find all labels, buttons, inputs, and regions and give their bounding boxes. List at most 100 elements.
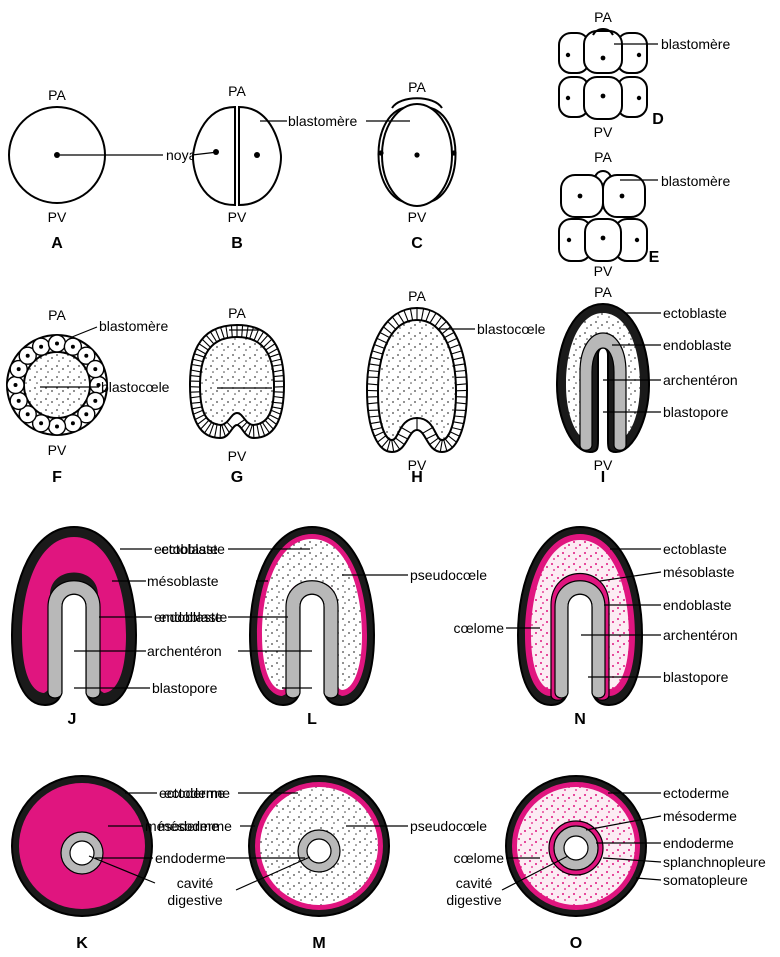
panel-letter-k: K <box>76 935 88 952</box>
label-endoblaste: endoblaste <box>663 337 732 353</box>
pole-pa: PA <box>228 83 246 99</box>
pole-pa: PA <box>408 79 426 95</box>
nucleus <box>378 150 383 155</box>
nucleus <box>54 152 60 158</box>
nucleus <box>601 94 606 99</box>
nucleus <box>578 194 583 199</box>
nucleus <box>71 421 75 425</box>
panel-f: PA blastomère blastocœle PV F <box>7 307 170 486</box>
nucleus <box>26 412 30 416</box>
panel-n: ectoblaste mésoblaste endoblaste archent… <box>453 527 737 728</box>
nucleus <box>566 96 570 100</box>
nucleus <box>55 342 59 346</box>
panel-letter-n: N <box>574 711 586 728</box>
nucleus <box>39 345 43 349</box>
cell-boundary <box>220 425 221 438</box>
panel-letter-j: J <box>68 711 77 728</box>
archenteron <box>300 594 324 692</box>
label-endoblaste: endoblaste <box>663 597 732 613</box>
panel-letter-c: C <box>411 235 423 252</box>
nucleus <box>84 412 88 416</box>
label-pseudocoele: pseudocœle <box>410 567 487 583</box>
pole-pa: PA <box>408 288 426 304</box>
label-ectoderme: ectoderme <box>164 785 230 801</box>
panel-letter-d: D <box>652 111 664 128</box>
nucleus <box>254 152 260 158</box>
nucleus <box>635 238 639 242</box>
pole-pa: PA <box>228 305 246 321</box>
panel-letter-i: I <box>601 469 605 486</box>
panel-a: PA noyau PV A <box>9 87 204 252</box>
panel-l: pseudocœle L <box>228 527 487 728</box>
label-blastomere: blastomère <box>661 36 730 52</box>
panel-b: PA blastomère PV B <box>192 83 357 252</box>
pole-pa: PA <box>594 284 612 300</box>
nucleus <box>17 367 21 371</box>
pole-pv: PV <box>594 263 613 279</box>
label-mesoblaste: mésoblaste <box>147 573 219 589</box>
panel-letter-o: O <box>570 935 582 952</box>
nucleus <box>414 152 419 157</box>
nucleus <box>620 194 625 199</box>
nucleus <box>26 354 30 358</box>
nucleus <box>451 150 456 155</box>
nucleus <box>601 236 606 241</box>
blastocoele <box>200 337 274 425</box>
label-blastocoele: blastocœle <box>477 321 546 337</box>
nucleus <box>39 421 43 425</box>
cavite-digestive <box>70 841 94 865</box>
nucleus <box>71 345 75 349</box>
panel-j: ectoblaste mésoblaste endoblaste archent… <box>12 527 223 728</box>
nucleus <box>14 383 18 387</box>
cavite-digestive <box>307 839 331 863</box>
panel-o: ectoderme mésoderme endoderme splanchnop… <box>446 776 766 952</box>
panel-letter-a: A <box>51 235 63 252</box>
label-endoblaste: endoblaste <box>159 609 228 625</box>
label-blastocoele: blastocœle <box>101 379 170 395</box>
nucleus <box>55 425 59 429</box>
label-ectoblaste: ectoblaste <box>161 541 225 557</box>
panel-e: PA blastomère PV E <box>559 149 730 279</box>
nucleus <box>93 367 97 371</box>
panel-d: PA blastomère PV D <box>559 9 730 140</box>
nucleus <box>637 96 641 100</box>
label-blastomere: blastomère <box>288 113 357 129</box>
panel-h: PA blastocœle PV H <box>367 288 546 486</box>
pole-pv: PV <box>228 448 247 464</box>
label-blastomere: blastomère <box>661 173 730 189</box>
label-pseudocoele: pseudocœle <box>410 818 487 834</box>
archenteron <box>62 594 86 692</box>
label-mesoblaste: mésoblaste <box>663 564 735 580</box>
blastomere-right <box>239 107 281 205</box>
label-blastopore: blastopore <box>663 669 729 685</box>
label-splanchnopleure: splanchnopleure <box>663 854 766 870</box>
nucleus <box>566 53 570 57</box>
leader-blastomere <box>72 327 97 337</box>
label-cavite: cavité <box>177 875 214 891</box>
blastomere <box>584 31 622 73</box>
pole-pv: PV <box>594 124 613 140</box>
nucleus <box>637 53 641 57</box>
panel-letter-e: E <box>649 249 660 266</box>
panel-c: PA PV C <box>366 79 457 252</box>
blastocoele <box>566 313 640 440</box>
pole-pa: PA <box>48 307 66 323</box>
nucleus <box>601 56 606 61</box>
panel-g: PA PV G <box>190 305 284 486</box>
label-digestive: digestive <box>446 892 501 908</box>
pole-pa: PA <box>594 149 612 165</box>
panel-letter-h: H <box>411 469 423 486</box>
label-cavite: cavité <box>456 875 493 891</box>
panel-m: pseudocœle M <box>226 776 487 952</box>
endoblaste <box>580 333 626 450</box>
label-endoderme: endoderme <box>155 850 226 866</box>
label-mesoderme: mésoderme <box>158 818 232 834</box>
nucleus <box>17 399 21 403</box>
label-archenteron: archentéron <box>663 372 738 388</box>
label-blastopore: blastopore <box>663 404 729 420</box>
pole-pa: PA <box>48 87 66 103</box>
panel-k: ectoderme mésoderme endoderme cavité dig… <box>12 776 226 952</box>
label-archenteron: archentéron <box>147 643 222 659</box>
label-blastomere: blastomère <box>99 318 168 334</box>
